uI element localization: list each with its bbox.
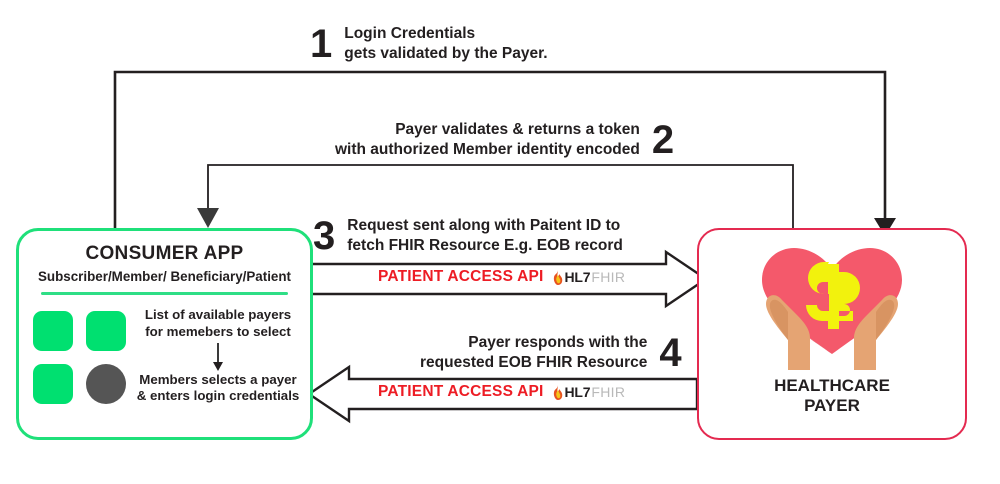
step-2-line-2: with authorized Member identity encoded [335, 141, 640, 158]
flow-down-arrow-icon [211, 342, 225, 371]
consumer-app-card[interactable]: CONSUMER APP Subscriber/Member/ Benefici… [16, 228, 313, 440]
step-3-number: 3 [313, 214, 336, 258]
payer-tile-4-selected[interactable] [86, 364, 126, 404]
hands-holding-heart-icon [762, 248, 902, 370]
hl7-wordmark: HL7 [564, 269, 591, 285]
flame-icon [553, 269, 562, 285]
step-4: Payer responds with the requested EOB FHI… [420, 333, 682, 373]
note-member-selects-payer: Members selects a payer & enters login c… [137, 372, 300, 406]
note-member-selects-payer-line-1: Members selects a payer [139, 371, 297, 387]
step-2-text: Payer validates & returns a token with au… [335, 120, 640, 160]
healthcare-payer-card[interactable]: HEALTHCARE PAYER [697, 228, 967, 440]
step-3: 3 Request sent along with Paitent ID to f… [313, 216, 623, 256]
hl7-wordmark-2: HL7 [564, 384, 591, 400]
note-member-selects-payer-line-2: & enters login credentials [136, 388, 300, 404]
step-1-line-1: Login Credentials [344, 25, 476, 43]
note-available-payers-line-2: for memebers to select [145, 323, 291, 339]
consumer-app-subtitle: Subscriber/Member/ Beneficiary/Patient [37, 269, 292, 284]
step-1-number: 1 [310, 22, 333, 66]
note-available-payers: List of available payers for memebers to… [145, 307, 291, 341]
hl7-fhir-logo-2: HL7 FHIR [551, 384, 626, 400]
payer-tile-3[interactable] [33, 364, 73, 404]
step-2-line-1: Payer validates & returns a token [395, 121, 640, 139]
step-4-text: Payer responds with the requested EOB FHI… [420, 333, 647, 373]
healthcare-payer-label-line-1: HEALTHCARE [774, 376, 890, 395]
consumer-app-title: CONSUMER APP [85, 243, 244, 264]
payer-tile-grid[interactable] [33, 307, 126, 405]
api-band-response-label: PATIENT ACCESS API [378, 383, 544, 400]
step-1: 1 Login Credentials gets validated by the… [310, 24, 548, 64]
arrowhead-step-2 [197, 208, 219, 228]
step-1-line-2: gets validated by the Payer. [344, 45, 548, 62]
step-3-line-2: fetch FHIR Resource E.g. EOB record [347, 237, 623, 254]
payer-card-body: HEALTHCARE PAYER [699, 230, 965, 416]
note-available-payers-line-1: List of available payers [144, 307, 292, 322]
step-3-text: Request sent along with Paitent ID to fet… [347, 216, 623, 256]
card-divider [41, 292, 288, 295]
consumer-app-body: List of available payers for memebers to… [19, 295, 310, 405]
hl7-fhir-logo: HL7 FHIR [551, 269, 626, 285]
api-band-request-label: PATIENT ACCESS API [378, 268, 544, 285]
step-1-text: Login Credentials gets validated by the P… [344, 24, 547, 64]
step-3-line-1: Request sent along with Paitent ID to [347, 217, 621, 235]
fhir-wordmark-2: FHIR [591, 384, 626, 400]
step-4-number: 4 [659, 331, 682, 375]
step-2-number: 2 [651, 118, 675, 162]
flame-icon-2 [553, 384, 562, 400]
payer-tile-2[interactable] [86, 311, 126, 351]
healthcare-payer-label: HEALTHCARE PAYER [774, 376, 890, 416]
api-band-request: PATIENT ACCESS API HL7 FHIR [378, 268, 625, 286]
consumer-app-notes: List of available payers for memebers to… [136, 307, 300, 405]
api-band-response: PATIENT ACCESS API HL7 FHIR [378, 383, 625, 401]
healthcare-payer-label-line-2: PAYER [804, 396, 860, 416]
step-4-line-1: Payer responds with the [468, 334, 648, 352]
step-4-line-2: requested EOB FHIR Resource [420, 354, 648, 371]
fhir-wordmark: FHIR [591, 269, 626, 285]
step-2: Payer validates & returns a token with au… [335, 120, 674, 160]
payer-tile-1[interactable] [33, 311, 73, 351]
